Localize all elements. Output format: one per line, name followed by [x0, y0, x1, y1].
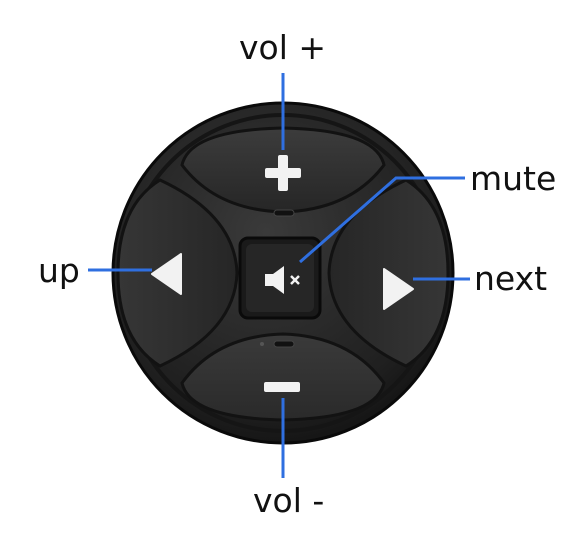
up-button[interactable] — [116, 178, 239, 368]
minus-icon — [264, 382, 300, 392]
triangle-right-icon — [383, 268, 414, 310]
next-label: next — [474, 259, 547, 298]
vol-down-label: vol - — [253, 481, 324, 520]
up-label: up — [38, 251, 80, 290]
mute-label: mute — [470, 159, 556, 198]
plus-icon — [265, 155, 301, 191]
indicator-slot-top — [273, 209, 295, 217]
triangle-left-icon — [151, 253, 182, 295]
vol-up-button[interactable] — [180, 126, 386, 217]
mute-leader — [299, 176, 465, 264]
speaker-mute-icon — [265, 266, 300, 294]
vol-down-button[interactable] — [180, 332, 386, 422]
indicator-led — [260, 342, 264, 346]
vol-up-label: vol + — [239, 28, 326, 67]
mute-button[interactable] — [238, 236, 322, 320]
leader-lines — [88, 73, 470, 478]
indicator-slot-bottom — [273, 340, 295, 348]
next-button[interactable] — [327, 178, 450, 368]
